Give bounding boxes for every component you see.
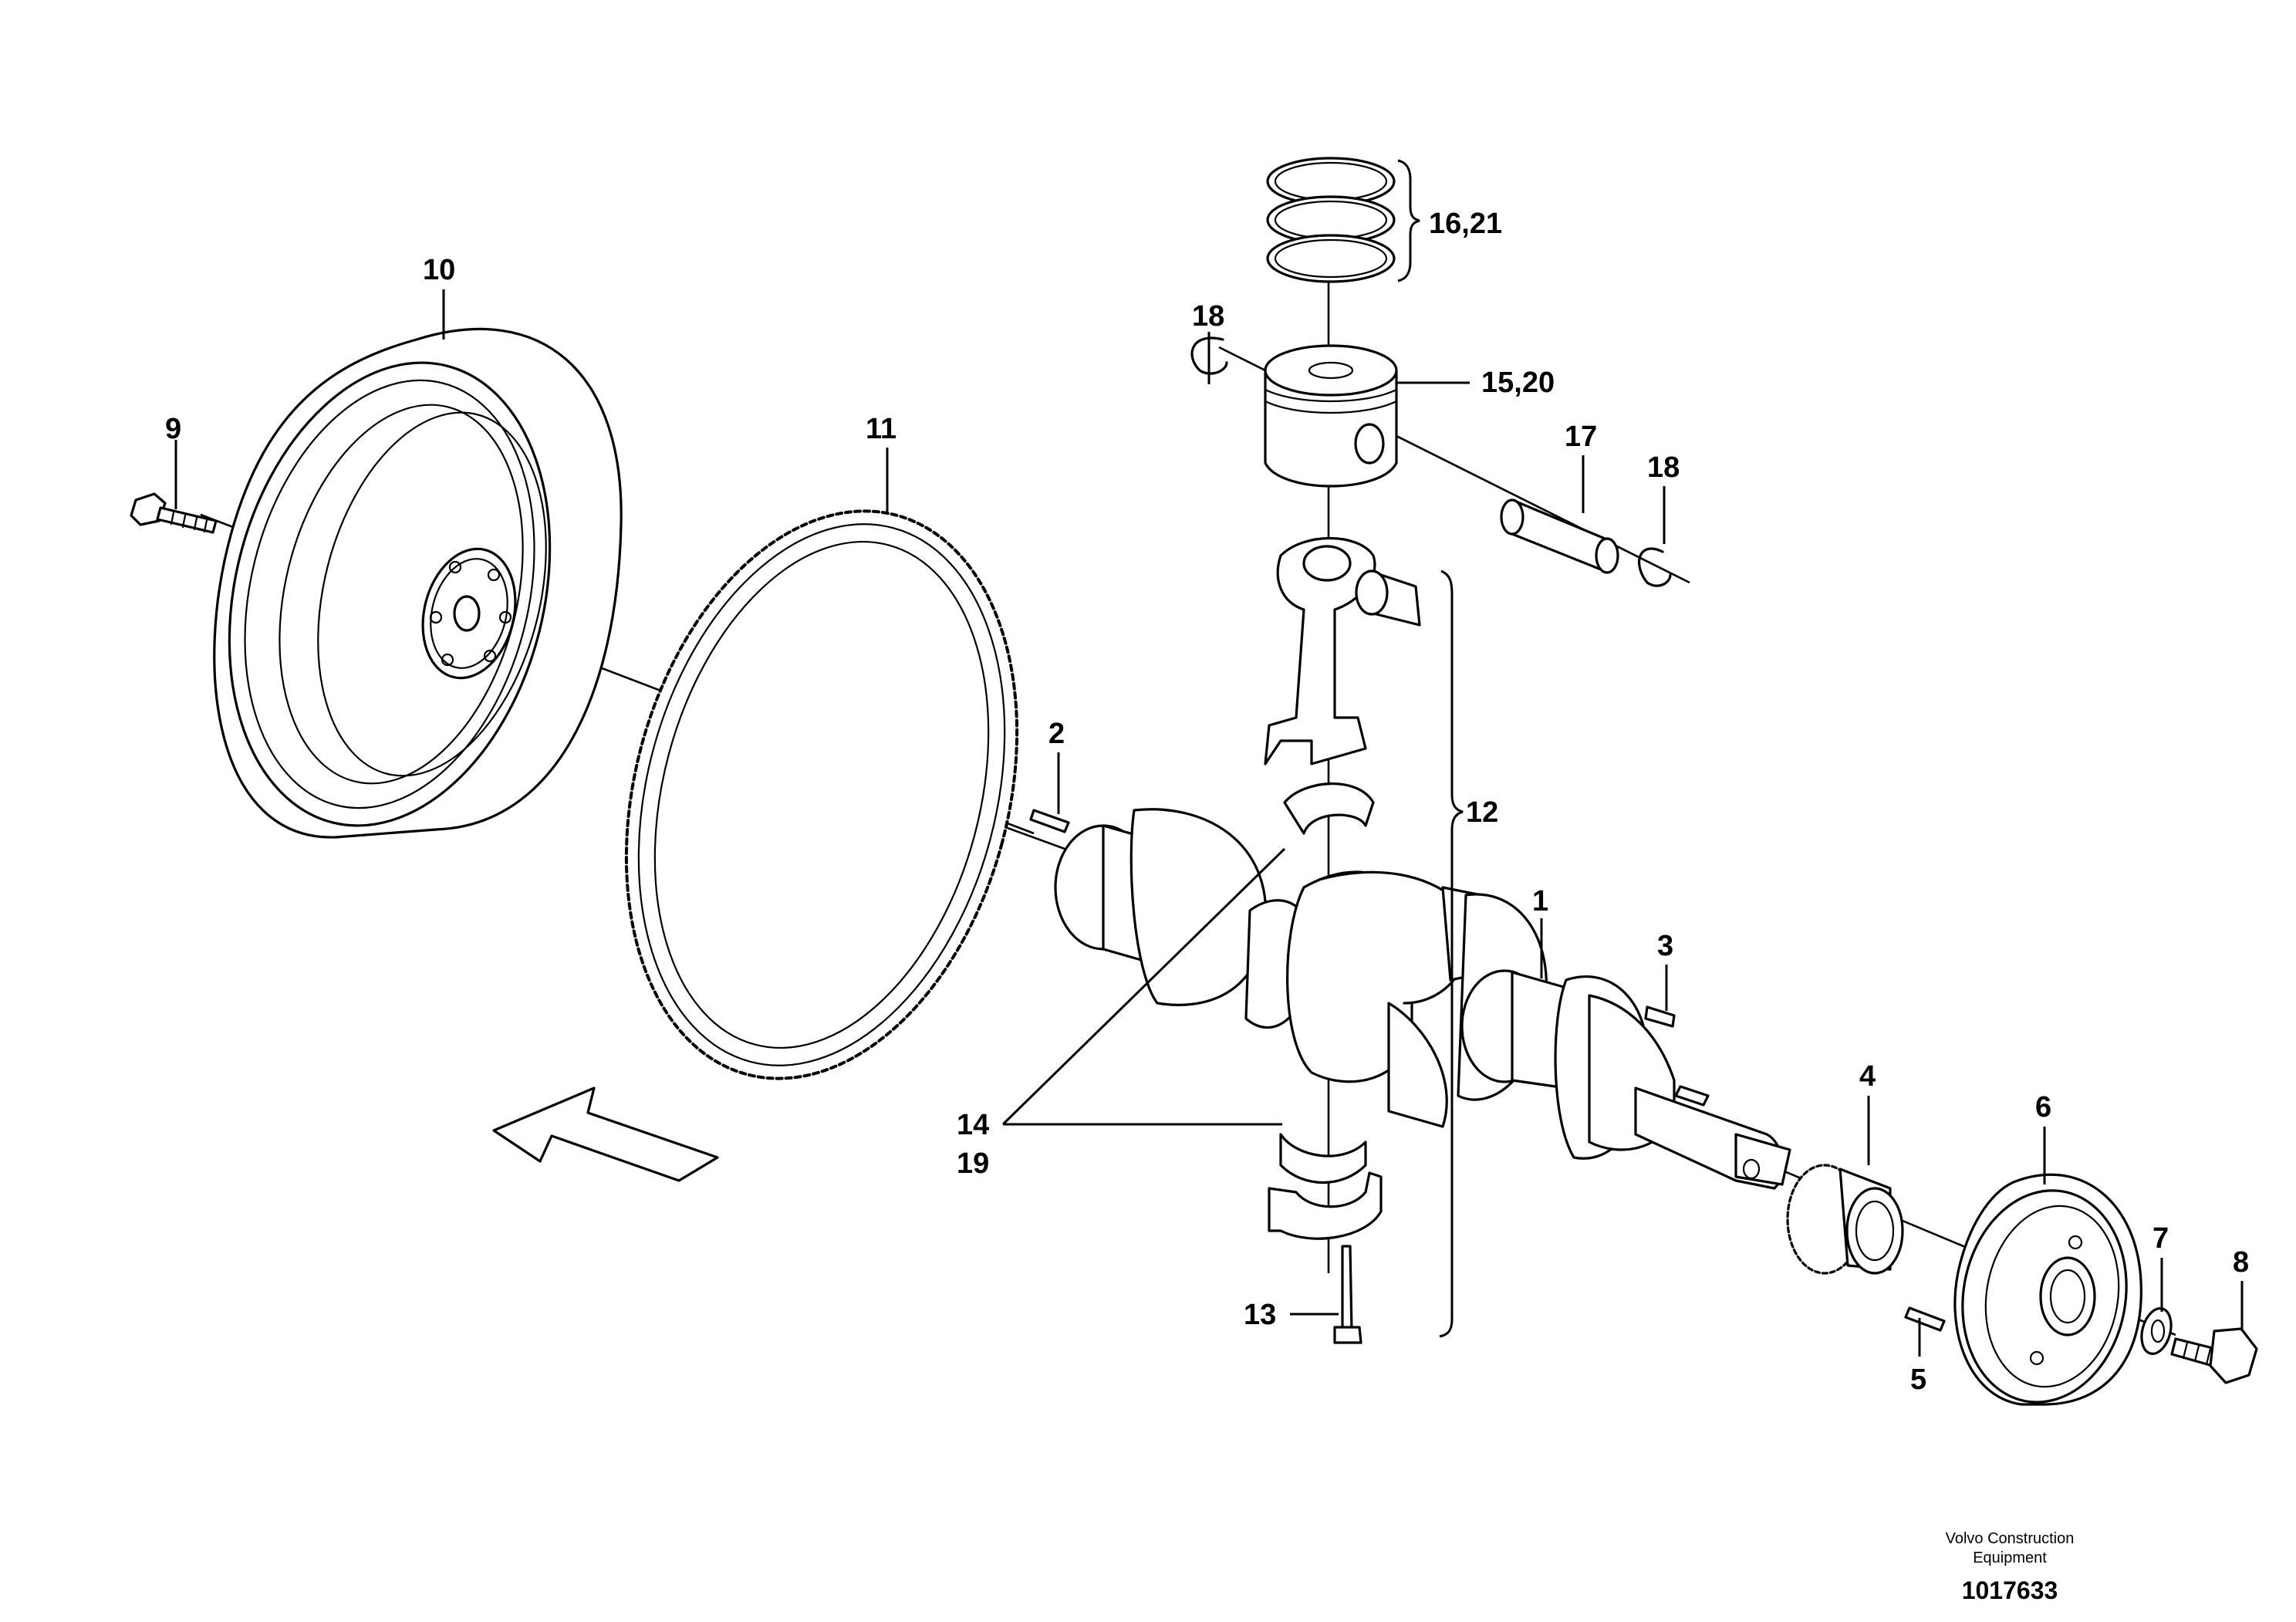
piston — [1264, 344, 1398, 488]
cap-bolt — [1333, 1245, 1362, 1344]
callout-18-right: 18 — [1647, 451, 1680, 484]
bracket-12 — [1439, 569, 1464, 1338]
drawing-number: 1017633 — [1962, 1576, 2058, 1604]
pulley-bolt — [2170, 1327, 2258, 1384]
pulley-pin — [1904, 1306, 1946, 1332]
callout-2: 2 — [1048, 718, 1065, 750]
callout-17: 17 — [1565, 421, 1597, 453]
callout-10: 10 — [423, 254, 455, 286]
connecting-rod — [1264, 537, 1376, 765]
callout-11: 11 — [866, 413, 896, 445]
callout-15-20: 15,20 — [1481, 367, 1555, 399]
pulley — [1953, 1173, 2142, 1406]
piston-rings — [1266, 157, 1396, 283]
brand-line-1: Volvo Construction — [1946, 1530, 2075, 1547]
callout-8: 8 — [2233, 1246, 2249, 1279]
crankshaft-key — [1644, 1005, 1676, 1028]
flywheel-bolt — [130, 492, 218, 534]
piston-pin — [1500, 498, 1619, 574]
callout-12: 12 — [1466, 796, 1498, 829]
bracket-16-21 — [1397, 159, 1420, 282]
leader-lines — [174, 289, 2244, 1357]
callout-19: 19 — [957, 1147, 989, 1180]
callout-4: 4 — [1859, 1060, 1876, 1093]
callout-9: 9 — [165, 413, 181, 445]
lower-bearing-shell — [1279, 1133, 1367, 1184]
flywheel — [213, 327, 623, 839]
crankshaft — [1054, 808, 1791, 1190]
callout-18-left: 18 — [1192, 300, 1224, 333]
washer — [2140, 1307, 2173, 1355]
circlip-right — [1638, 547, 1672, 587]
conrod-bushing — [1355, 569, 1421, 627]
circlip-left — [1190, 336, 1228, 375]
callout-5: 5 — [1910, 1363, 1926, 1396]
crankshaft-gear — [1786, 1164, 1904, 1275]
callout-1: 1 — [1532, 885, 1548, 917]
brand-line-2: Equipment — [1973, 1549, 2047, 1566]
upper-bearing-shell — [1283, 782, 1375, 835]
callout-7: 7 — [2152, 1222, 2169, 1255]
footer: Volvo Construction Equipment 1017633 — [1946, 1530, 2075, 1604]
arrow-icon — [492, 1086, 719, 1182]
callout-6: 6 — [2035, 1091, 2051, 1124]
callout-16-21: 16,21 — [1429, 208, 1502, 240]
callout-14: 14 — [957, 1109, 989, 1141]
ring-gear — [624, 509, 1019, 1080]
callout-3: 3 — [1657, 930, 1673, 962]
callout-13: 13 — [1244, 1299, 1276, 1331]
callouts: 10 9 11 2 18 16,21 15,20 17 18 12 1 3 4 … — [165, 208, 2249, 1396]
bearing-cap — [1268, 1171, 1383, 1240]
dowel-pin — [1029, 809, 1070, 833]
